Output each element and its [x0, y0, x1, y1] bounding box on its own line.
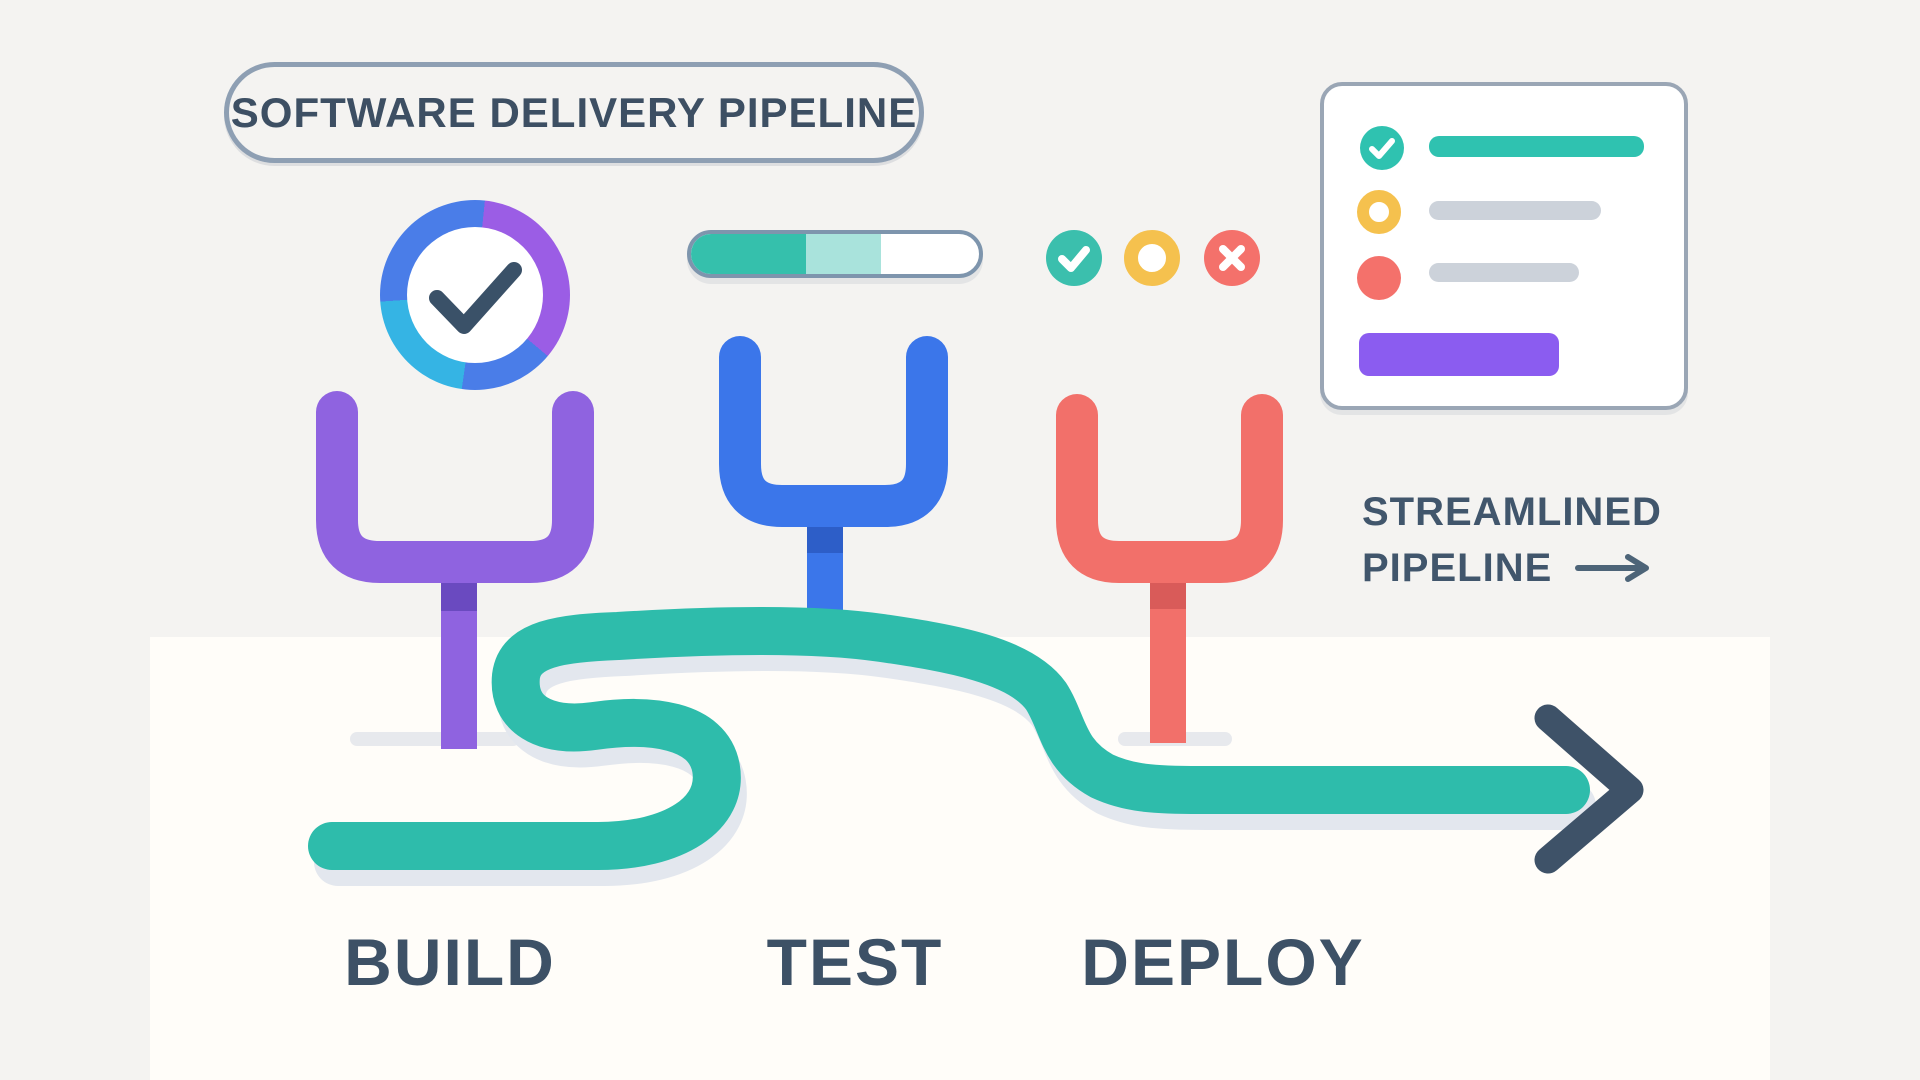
title-pill: SOFTWARE DELIVERY PIPELINE [224, 62, 924, 163]
progress-segment-done [691, 234, 807, 274]
build-base-shadow [350, 732, 520, 746]
status-fail-icon [1204, 230, 1260, 286]
caption-line2: PIPELINE [1362, 546, 1553, 590]
checklist-bar-done [1429, 136, 1644, 157]
pipeline-arrowhead-icon [1534, 704, 1644, 874]
check-icon [1369, 138, 1395, 159]
pipeline-pipe [308, 607, 1590, 870]
progress-bar [687, 230, 983, 278]
status-pass-icon [1046, 230, 1102, 286]
progress-segment-partial [806, 234, 882, 274]
build-fork-marker [316, 391, 594, 749]
pending-ring-icon [1357, 190, 1401, 234]
card-action-button [1359, 333, 1559, 376]
check-icon [1058, 246, 1090, 272]
checklist-card [1320, 82, 1688, 410]
checklist-bar-pending [1429, 201, 1601, 220]
status-pending-icon [1124, 230, 1180, 286]
check-icon [429, 262, 522, 334]
stage-label-build: BUILD [344, 925, 556, 999]
right-arrow-icon [1575, 554, 1650, 582]
test-fork-marker [719, 336, 948, 651]
deploy-fork-marker [1056, 394, 1283, 743]
cross-icon [1219, 245, 1245, 271]
status-ring-badge [380, 200, 570, 390]
stage-label-deploy: DEPLOY [1081, 925, 1365, 999]
checklist-bar-fail [1429, 263, 1579, 282]
page-title: SOFTWARE DELIVERY PIPELINE [230, 88, 918, 136]
stage-label-test: TEST [766, 925, 944, 999]
caption: STREAMLINED PIPELINE [1362, 484, 1662, 596]
caption-line1: STREAMLINED [1362, 490, 1662, 534]
fail-circle-icon [1357, 256, 1401, 300]
check-circle-icon [1360, 126, 1404, 170]
